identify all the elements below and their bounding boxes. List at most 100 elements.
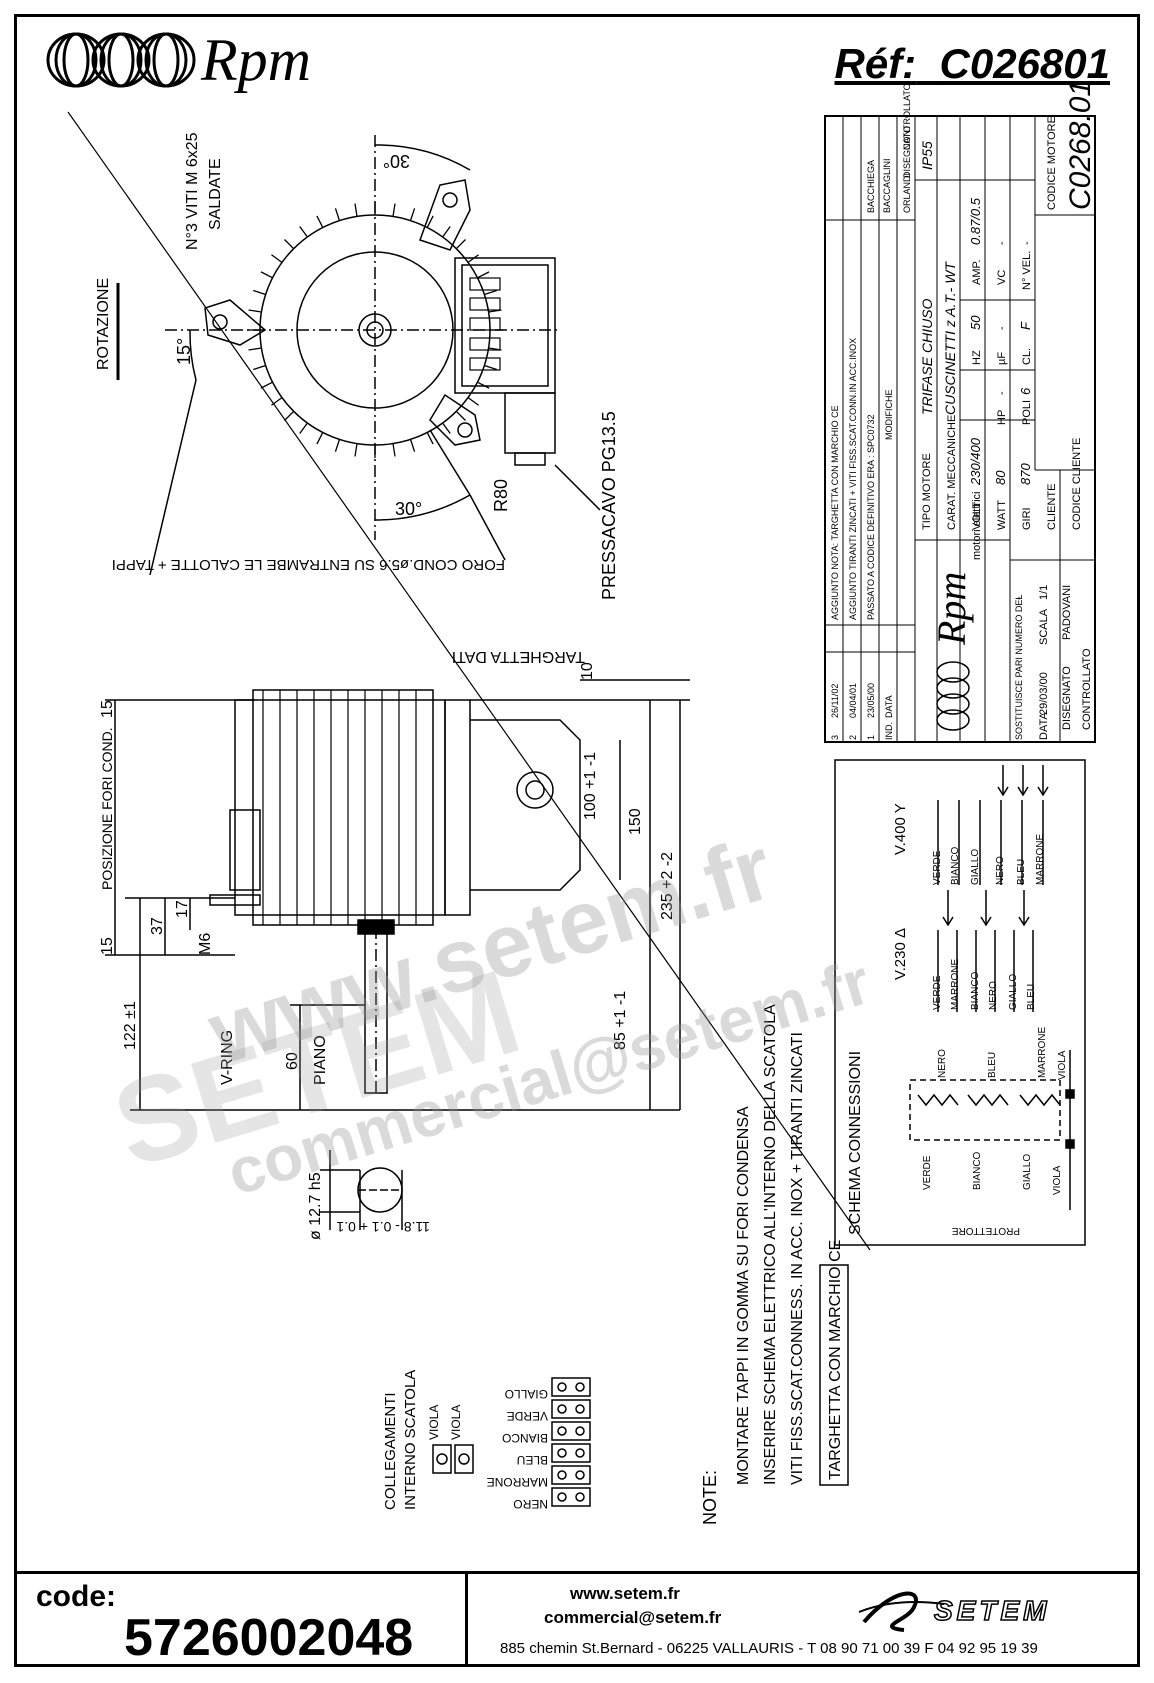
angle-top: 30°	[383, 151, 410, 171]
replaces-value: -	[1013, 596, 1025, 600]
angle-side: 15°	[174, 338, 194, 365]
w230-3: BIANCO	[970, 971, 981, 1010]
hp-value: -	[996, 391, 1008, 395]
note-line-3: VITI FISS.SCAT.CONNESS. IN ACC. INOX + T…	[789, 1032, 806, 1485]
dim-85: 85 +1 -1	[612, 991, 629, 1050]
client-label: CLIENTE	[1046, 484, 1058, 530]
w230-2: MARRONE	[950, 959, 961, 1010]
mod-2-date: 04/04/01	[848, 683, 858, 718]
cl-label: CL.	[1021, 348, 1033, 365]
mod-1-date: 23/05/00	[866, 683, 876, 718]
mod-3-text: AGGIUNTO NOTA: TARGHETTA CON MARCHIO CE	[830, 405, 840, 620]
dim-60: 60	[284, 1052, 301, 1070]
winding-top-2: BLEU	[987, 1052, 998, 1078]
mod-1-by: ORLANDI	[902, 173, 912, 213]
w400-6: MARRONE	[1035, 834, 1046, 885]
w230-6: BLEU	[1026, 984, 1037, 1010]
winding-top-1: NERO	[937, 1049, 948, 1078]
mech-value: CUSCINETTI z A.T.- WT	[942, 261, 958, 415]
terminal-left-1: VIOLA	[427, 1405, 441, 1440]
mod-3-date: 26/11/02	[830, 684, 840, 718]
poli-label: POLI	[1021, 400, 1033, 425]
footer-website-link[interactable]: www.setem.fr	[570, 1584, 680, 1603]
vc-value: -	[996, 241, 1008, 245]
dim-37: 37	[149, 917, 166, 935]
dim-235: 235 +2 -2	[659, 852, 676, 920]
viola-a: VIOLA	[1057, 1050, 1068, 1080]
viola-b: VIOLA	[1052, 1165, 1063, 1195]
v400-label: V.400 Y	[892, 803, 909, 855]
footer-email-link[interactable]: commercial@setem.fr	[544, 1608, 722, 1627]
dim-15b: 15	[99, 937, 116, 955]
dim-m6: M6	[197, 933, 214, 955]
note-line-1: MONTARE TAPPI IN GOMMA SU FORI CONDENSA	[735, 1106, 752, 1485]
notes-label: NOTE:	[700, 1470, 720, 1525]
volt-value: 230/400	[968, 437, 983, 486]
v230-label: V.230 Δ	[892, 928, 909, 980]
terminal-right-4: BLEU	[517, 1453, 548, 1467]
winding-bottom-1: VERDE	[922, 1155, 933, 1190]
dim-shaft: ø 12.7 h5	[307, 1172, 324, 1240]
winding-bottom-3: GIALLO	[1022, 1154, 1033, 1190]
col-drawn: DISEGNATO	[902, 126, 912, 178]
w230-4: NERO	[988, 981, 999, 1010]
replaces-label: SOSTITUISCE PARI NUMERO DEL	[1014, 595, 1024, 740]
checked-label: CONTROLLATO	[1081, 648, 1093, 730]
col-ind: IND.	[884, 722, 894, 740]
setem-logo-text: SETEM	[934, 1595, 1050, 1626]
drawn-value: PADOVANI	[1061, 585, 1073, 640]
ip-rating: IP55	[919, 141, 935, 170]
giri-value: 870	[1018, 463, 1033, 485]
col-checked: CONTROLLATO	[902, 83, 912, 150]
tb-company-sub: motori elettrici	[971, 492, 983, 560]
terminal-right-6: NERO	[513, 1497, 548, 1511]
col-data: DATA	[884, 695, 894, 718]
terminal-right-2: VERDE	[507, 1409, 548, 1423]
cable-gland-label: PRESSACAVO PG13.5	[599, 411, 619, 600]
code-label: code:	[36, 1580, 117, 1613]
mod-2-by: BACCAGLINI	[882, 158, 892, 213]
connections-title: SCHEMA CONNESSIONI	[847, 1051, 864, 1235]
cl-value: F	[1018, 321, 1033, 330]
w400-3: GIALLO	[970, 849, 981, 885]
angle-bottom: 30°	[395, 499, 422, 519]
date-label: DATA	[1038, 712, 1050, 740]
w400-1: VERDE	[932, 850, 943, 885]
hz-value: 50	[968, 315, 983, 330]
footer-address: 885 chemin St.Bernard - 06225 VALLAURIS …	[500, 1640, 1038, 1657]
date-value: 29/03/00	[1038, 672, 1050, 715]
vel-value: -	[1021, 241, 1033, 245]
amp-value: 0.87/0.5	[968, 197, 983, 245]
screws-note: N°3 VITI M 6x25	[184, 132, 201, 250]
code-box: code: 5726002048	[14, 1574, 468, 1667]
mod-3-by: BACCHIEGA	[866, 160, 876, 213]
rotation-label: ROTAZIONE	[95, 278, 112, 370]
box-title-1: COLLEGAMENTI	[382, 1392, 399, 1510]
volt-label: VOLT	[971, 502, 983, 530]
holes-note: FORO COND.ø5.6 SU ENTRAMBE LE CALOTTE + …	[112, 556, 505, 573]
tb-company: Rpm	[929, 572, 974, 646]
vring-label: V-RING	[219, 1030, 236, 1085]
motor-type: TRIFASE CHIUSO	[919, 298, 935, 415]
mod-1-text: PASSATO A CODICE DEFINITIVO ERA : SPC073…	[866, 414, 876, 620]
dim-10: 10	[579, 662, 596, 680]
brand-text: Rpm	[200, 28, 311, 93]
w400-2: BIANCO	[950, 846, 961, 885]
motor-code-label: CODICE MOTORE	[1046, 116, 1058, 210]
client-code-label: CODICE CLIENTE	[1071, 438, 1083, 530]
mod-2-ind: 2	[848, 735, 858, 740]
holes-position-label: POSIZIONE FORI COND.	[99, 727, 115, 890]
dim-15a: 15	[99, 700, 116, 718]
w230-5: GIALLO	[1008, 974, 1019, 1010]
mod-1-ind: 1	[866, 735, 876, 740]
motor-code: C0268.01	[1064, 80, 1097, 210]
terminal-right-1: GIALLO	[505, 1387, 548, 1401]
setem-logo: SETEM	[858, 1591, 1050, 1632]
w400-4: NERO	[995, 856, 1006, 885]
amp-label: AMP.	[971, 260, 983, 285]
note-line-2: INSERIRE SCHEMA ELETTRICO ALL'INTERNO DE…	[762, 1004, 779, 1485]
mod-3-ind: 3	[830, 735, 840, 740]
dim-100: 100 +1 -1	[582, 752, 599, 820]
giri-label: GIRI	[1021, 507, 1033, 530]
dim-piano: PIANO	[312, 1035, 329, 1085]
